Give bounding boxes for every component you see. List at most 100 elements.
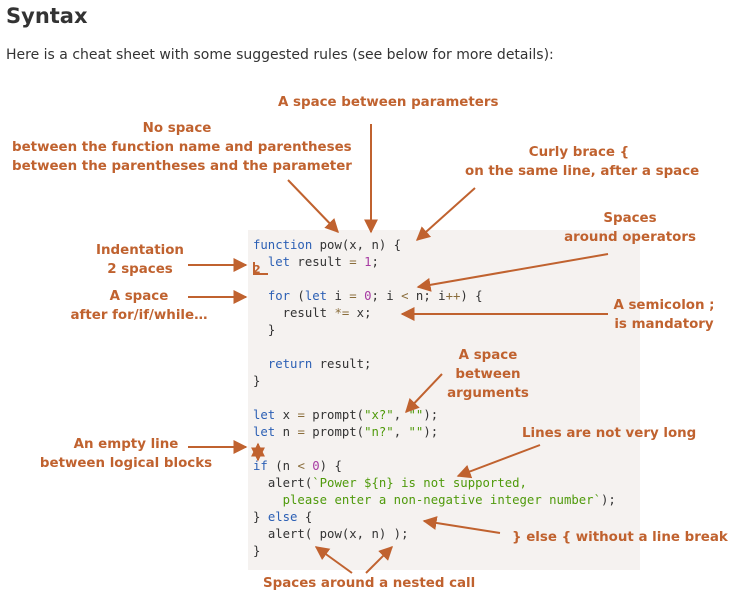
code-token: (x, n) { bbox=[341, 238, 402, 252]
code-token: n; i bbox=[408, 289, 446, 303]
code-token: n bbox=[275, 425, 298, 439]
code-token: } bbox=[253, 510, 268, 524]
arrow-nested-left bbox=[314, 546, 353, 574]
arrow-else bbox=[422, 516, 501, 534]
code-number: 1 bbox=[356, 255, 372, 269]
annotation-else-no-break: } else { without a line break bbox=[512, 530, 728, 545]
code-token: , bbox=[393, 408, 409, 422]
code-text: function pow(x, n) { let result = 1; for… bbox=[253, 237, 616, 560]
code-token: (n bbox=[267, 459, 298, 473]
indent-badge: 2 bbox=[253, 263, 261, 276]
code-token: ; bbox=[371, 255, 379, 269]
code-string: "n?" bbox=[364, 425, 394, 439]
code-token: ( bbox=[290, 289, 305, 303]
annotation-indentation: Indentation 2 spaces bbox=[84, 241, 196, 279]
annotation-line: A semicolon ; bbox=[613, 298, 715, 313]
arrow-nested-right bbox=[365, 546, 393, 574]
code-keyword: let bbox=[253, 425, 276, 439]
intro-text: Here is a cheat sheet with some suggeste… bbox=[6, 47, 554, 63]
code-keyword: if bbox=[253, 459, 268, 473]
annotation-space-after-for: A space after for/if/while… bbox=[66, 287, 212, 325]
code-token: ) { bbox=[319, 459, 342, 473]
code-keyword: function bbox=[253, 238, 313, 252]
code-keyword: let bbox=[267, 255, 291, 269]
code-token: x; bbox=[349, 306, 372, 320]
annotation-line: 2 spaces bbox=[107, 262, 173, 277]
annotation-line: between logical blocks bbox=[39, 456, 213, 471]
annotation-line: between the parentheses and the paramete… bbox=[12, 159, 352, 174]
code-token: prompt( bbox=[304, 408, 365, 422]
annotation-semicolon: A semicolon ; is mandatory bbox=[608, 296, 720, 334]
code-token: ) { bbox=[460, 289, 483, 303]
indent-bracket bbox=[253, 262, 268, 275]
annotation-spaces-nested-call: Spaces around a nested call bbox=[263, 576, 476, 591]
annotation-no-space: No space between the function name and p… bbox=[12, 119, 352, 176]
code-operator: ++ bbox=[445, 289, 461, 303]
code-token: prompt( bbox=[304, 425, 365, 439]
code-string: "" bbox=[408, 425, 424, 439]
code-token: } bbox=[253, 544, 261, 558]
code-operator: < bbox=[297, 459, 305, 473]
code-keyword: let bbox=[253, 408, 276, 422]
annotation-line: Indentation bbox=[96, 243, 184, 258]
code-token: ; i bbox=[371, 289, 402, 303]
code-token: result; bbox=[312, 357, 372, 371]
code-token: , bbox=[393, 425, 409, 439]
annotation-line: Spaces bbox=[603, 211, 657, 226]
code-token: ); bbox=[600, 493, 616, 507]
page-title: Syntax bbox=[6, 4, 88, 28]
annotation-spaces-operators: Spaces around operators bbox=[562, 209, 698, 247]
code-token: } bbox=[253, 374, 261, 388]
annotation-space-between-parameters: A space between parameters bbox=[278, 95, 499, 110]
annotation-space-arguments: A space between arguments bbox=[440, 346, 536, 403]
code-keyword: return bbox=[267, 357, 313, 371]
annotation-line: An empty line bbox=[73, 437, 179, 452]
arrow-no-space bbox=[287, 179, 339, 234]
code-keyword: let bbox=[304, 289, 328, 303]
annotation-line: after for/if/while… bbox=[70, 308, 208, 323]
code-token: result bbox=[282, 306, 335, 320]
annotation-line: between the function name and parenthese… bbox=[12, 140, 352, 155]
code-operator: = bbox=[297, 425, 305, 439]
arrow-curly bbox=[415, 187, 476, 241]
code-operator: *= bbox=[334, 306, 350, 320]
code-operator: < bbox=[401, 289, 409, 303]
code-operator: = bbox=[297, 408, 305, 422]
code-string: please enter a non-negative integer numb… bbox=[282, 493, 601, 507]
annotation-line: between bbox=[455, 367, 521, 382]
code-operator: = bbox=[349, 289, 357, 303]
code-token: x bbox=[275, 408, 298, 422]
code-string: `Power ${n} is not supported, bbox=[312, 476, 527, 490]
annotation-line: A space bbox=[458, 348, 518, 363]
code-token: i bbox=[327, 289, 350, 303]
annotation-line: Curly brace { bbox=[528, 145, 630, 160]
code-token: ); bbox=[423, 408, 439, 422]
arrow-space-args bbox=[405, 373, 443, 414]
code-number: 0 bbox=[356, 289, 372, 303]
arrow-lines-long bbox=[456, 444, 541, 479]
code-keyword: for bbox=[267, 289, 291, 303]
annotation-line: on the same line, after a space bbox=[465, 164, 700, 179]
annotation-empty-line: An empty line between logical blocks bbox=[38, 435, 214, 473]
code-number: 0 bbox=[304, 459, 320, 473]
arrow-spaces-operators bbox=[416, 253, 609, 292]
code-string: "x?" bbox=[364, 408, 394, 422]
annotation-curly-brace: Curly brace { on the same line, after a … bbox=[465, 143, 700, 181]
code-token: pow bbox=[312, 238, 342, 252]
code-keyword: else bbox=[267, 510, 298, 524]
code-token: { bbox=[297, 510, 313, 524]
annotation-line: No space bbox=[142, 121, 212, 136]
annotation-line: around operators bbox=[564, 230, 696, 245]
code-token: ); bbox=[423, 425, 439, 439]
code-operator: = bbox=[349, 255, 357, 269]
annotation-lines-not-long: Lines are not very long bbox=[522, 426, 697, 441]
code-token: alert( bbox=[267, 476, 313, 490]
code-token: alert( pow(x, n) ); bbox=[267, 527, 409, 541]
code-token: result bbox=[290, 255, 350, 269]
code-block bbox=[248, 230, 640, 570]
annotation-line: A space bbox=[109, 289, 169, 304]
annotation-line: is mandatory bbox=[614, 317, 714, 332]
code-token: } bbox=[267, 323, 276, 337]
annotation-line: arguments bbox=[447, 386, 529, 401]
